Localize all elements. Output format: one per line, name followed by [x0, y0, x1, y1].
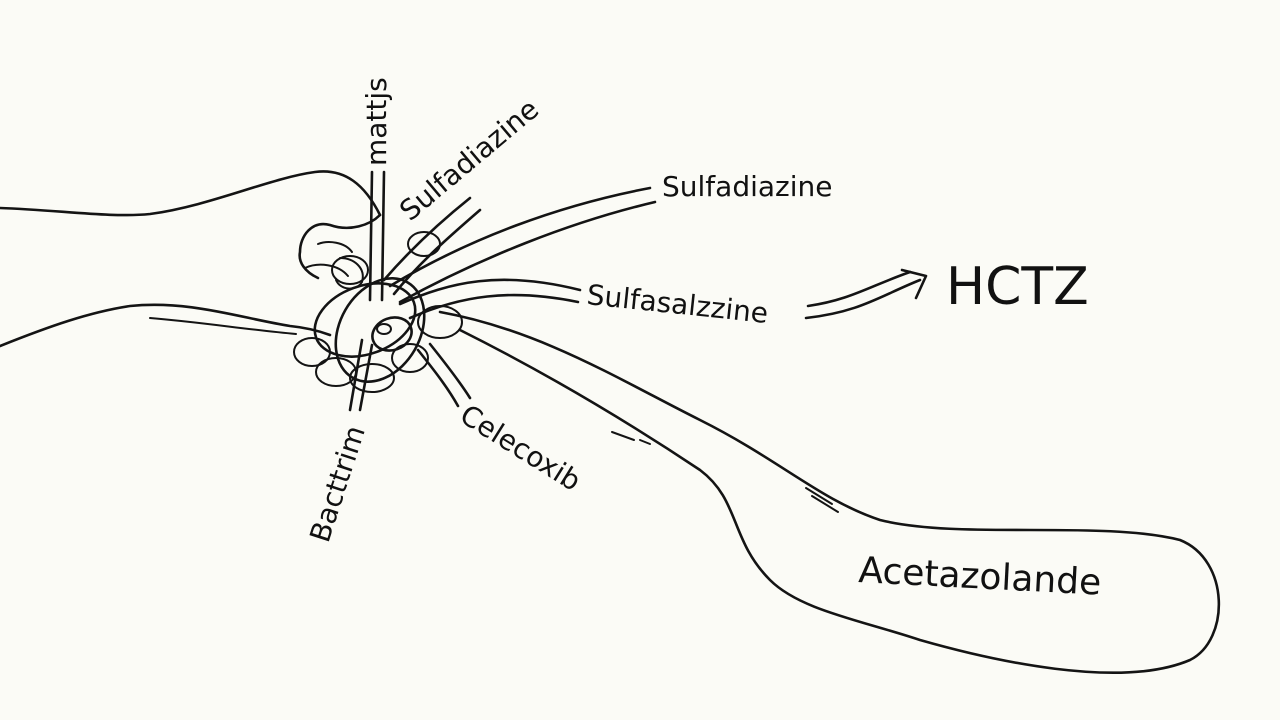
label-celecoxib: Celecoxib — [454, 398, 586, 498]
label-hctz: HCTZ — [946, 257, 1089, 317]
tubes — [348, 170, 1221, 674]
finger-crease — [317, 241, 353, 253]
arrow-shaft — [806, 270, 912, 308]
tube-sulfasalazine — [408, 293, 580, 320]
label-sulfadiazine-diagonal: Sulfadiazine — [393, 92, 545, 227]
knot-bead — [371, 316, 413, 352]
tube-sulfadiazine — [398, 200, 657, 304]
finger-crease — [304, 263, 349, 277]
knot-loop-small — [391, 343, 429, 373]
ribbon-hatch — [639, 439, 651, 445]
arrow-head — [900, 268, 928, 300]
ribbon-hatch — [811, 495, 839, 513]
label-acetazolamide: Acetazolande — [858, 550, 1103, 604]
knot-loop — [313, 282, 417, 358]
tube-sulfasalazine — [398, 278, 582, 306]
knot-loop — [334, 277, 426, 383]
tube-diagonal — [392, 208, 482, 296]
knot-loop-small — [293, 337, 331, 367]
arm-upper-outline — [0, 170, 382, 217]
ribbon-acetazolamide — [438, 310, 1221, 674]
tube-celecoxib — [428, 342, 472, 400]
tube-bactrim — [358, 343, 374, 412]
finger-outline — [298, 213, 382, 280]
label-bactrim: Bacttrim — [303, 422, 372, 547]
knot-loop-small — [331, 255, 369, 285]
label-top-scribble: mattjs — [360, 77, 393, 166]
tube-top — [380, 170, 386, 302]
ribbon-hatch — [611, 431, 635, 441]
arm-lower-outline — [0, 303, 332, 348]
thumb-outline — [149, 317, 297, 335]
knot-loop-small — [349, 363, 395, 393]
hand-drawing — [0, 170, 382, 348]
tube-top — [368, 170, 374, 302]
tube-knot — [293, 231, 463, 393]
arrow-shaft — [804, 278, 922, 320]
ribbon-hatch — [805, 487, 833, 505]
tube-sulfadiazine — [388, 186, 652, 288]
label-sulfasalazine: Sulfasalzzine — [585, 278, 769, 330]
knot-loop-small — [407, 231, 441, 257]
tube-celecoxib — [416, 348, 460, 408]
tube-diagonal — [382, 196, 472, 282]
label-sulfadiazine: Sulfadiazine — [662, 170, 832, 203]
finger-tip — [335, 257, 364, 290]
knot-bead-highlight — [376, 323, 392, 335]
hctz-arrow — [804, 268, 928, 320]
tube-bactrim — [348, 338, 364, 412]
